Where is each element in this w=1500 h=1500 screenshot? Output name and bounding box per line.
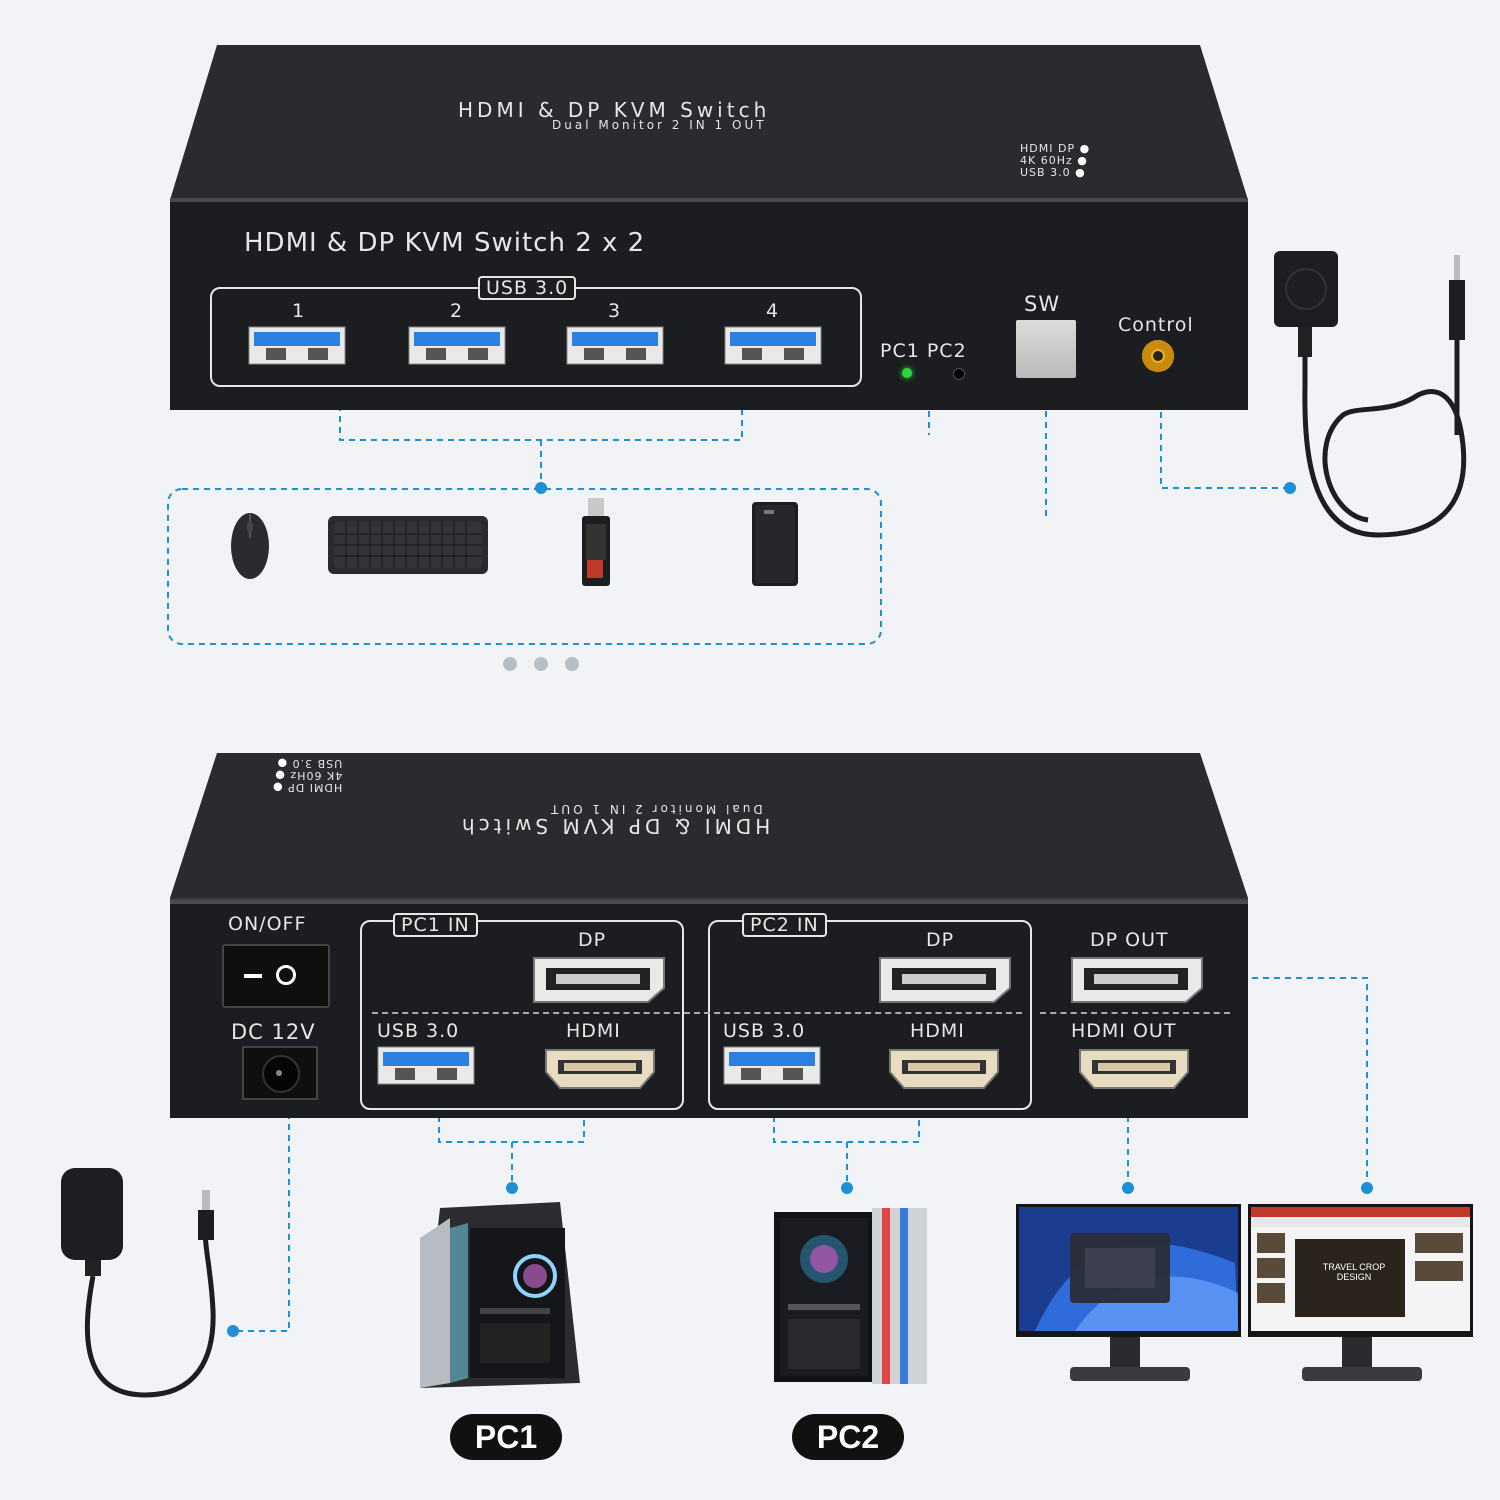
usb-port-number: 3 [608, 300, 622, 322]
feature-label: HDMI DP [287, 781, 343, 794]
control-jack[interactable] [1142, 340, 1174, 372]
hdmi-out-port[interactable] [1076, 1046, 1192, 1092]
keyboard-icon [328, 516, 488, 574]
pc2-in-label: PC2 IN [742, 913, 827, 937]
usb-port-4[interactable] [724, 326, 824, 366]
usb-port-number: 1 [292, 300, 306, 322]
more-dot [534, 657, 548, 671]
switch-button[interactable] [1016, 320, 1076, 378]
pc1-hdmi-port[interactable] [542, 1046, 658, 1092]
monitor-1-icon [1016, 1204, 1241, 1381]
pc1-label: PC1 [450, 1414, 562, 1460]
wired-remote-switch [1274, 251, 1467, 538]
pc2-in-group [708, 920, 1032, 1110]
usb-port-2[interactable] [408, 326, 508, 366]
pc1-usb-port[interactable] [377, 1046, 477, 1086]
pc2-tower-icon [774, 1208, 927, 1384]
power-adapter-icon [61, 1168, 216, 1398]
pc1-in-label: PC1 IN [393, 913, 478, 937]
divider [1040, 1012, 1230, 1014]
pc2-dp-label: DP [926, 929, 955, 951]
usb-flash-drive-icon [582, 498, 610, 586]
external-hard-drive-icon [752, 502, 798, 586]
hdmi-out-label: HDMI OUT [1071, 1020, 1177, 1042]
mouse-icon [231, 513, 269, 579]
back-top-subtitle-mirrored: Dual Monitor 2 IN 1 OUT [548, 802, 763, 816]
pc2-hdmi-label: HDMI [910, 1020, 965, 1042]
pc1-usb-label: USB 3.0 [377, 1020, 460, 1042]
sw-label: SW [1024, 292, 1061, 316]
power-switch[interactable] [222, 944, 330, 1008]
usb-group-label: USB 3.0 [478, 276, 577, 300]
pc1-tower-icon [420, 1202, 580, 1388]
pc2-label: PC2 [792, 1414, 904, 1460]
control-label: Control [1118, 314, 1194, 336]
feature-label: HDMI DP [1020, 142, 1076, 155]
front-top-title: HDMI & DP KVM Switch [458, 98, 771, 122]
monitor-2-icon [1248, 1204, 1473, 1381]
pc2-usb-port[interactable] [723, 1046, 823, 1086]
dp-out-port[interactable] [1068, 954, 1206, 1006]
pc2-usb-label: USB 3.0 [723, 1020, 806, 1042]
pc2-led-indicator [953, 368, 965, 380]
more-dot [503, 657, 517, 671]
pc1-hdmi-label: HDMI [566, 1020, 621, 1042]
usb-port-1[interactable] [248, 326, 348, 366]
feature-label: USB 3.0 [291, 757, 343, 770]
feature-label: USB 3.0 [1020, 166, 1071, 179]
usb-port-3[interactable] [566, 326, 666, 366]
divider [372, 1012, 1022, 1014]
presentation-slide-title: TRAVEL CROP DESIGN [1322, 1262, 1386, 1282]
pc1-in-group [360, 920, 684, 1110]
led-labels: PC1 PC2 [880, 340, 967, 362]
onoff-label: ON/OFF [228, 913, 307, 935]
pc2-dp-port[interactable] [876, 954, 1014, 1006]
front-feature-list: HDMI DP ● 4K 60Hz ● USB 3.0 ● [1020, 142, 1091, 179]
front-top-subtitle: Dual Monitor 2 IN 1 OUT [552, 118, 767, 132]
feature-label: 4K 60Hz [289, 769, 343, 782]
usb-port-number: 4 [766, 300, 780, 322]
more-dot [565, 657, 579, 671]
feature-label: 4K 60Hz [1020, 154, 1073, 167]
back-top-title-mirrored: HDMI & DP KVM Switch [458, 814, 771, 838]
pc2-hdmi-port[interactable] [886, 1046, 1002, 1092]
front-panel-title: HDMI & DP KVM Switch 2 x 2 [244, 228, 646, 258]
dc-label: DC 12V [231, 1020, 316, 1044]
pc1-led-indicator [902, 368, 912, 378]
dc-power-jack[interactable] [242, 1046, 318, 1100]
back-feature-list: HDMI DP ● 4K 60Hz ● USB 3.0 ● [272, 757, 343, 794]
usb-port-number: 2 [450, 300, 464, 322]
dp-out-label: DP OUT [1090, 929, 1169, 951]
pc1-dp-label: DP [578, 929, 607, 951]
pc1-dp-port[interactable] [530, 954, 668, 1006]
